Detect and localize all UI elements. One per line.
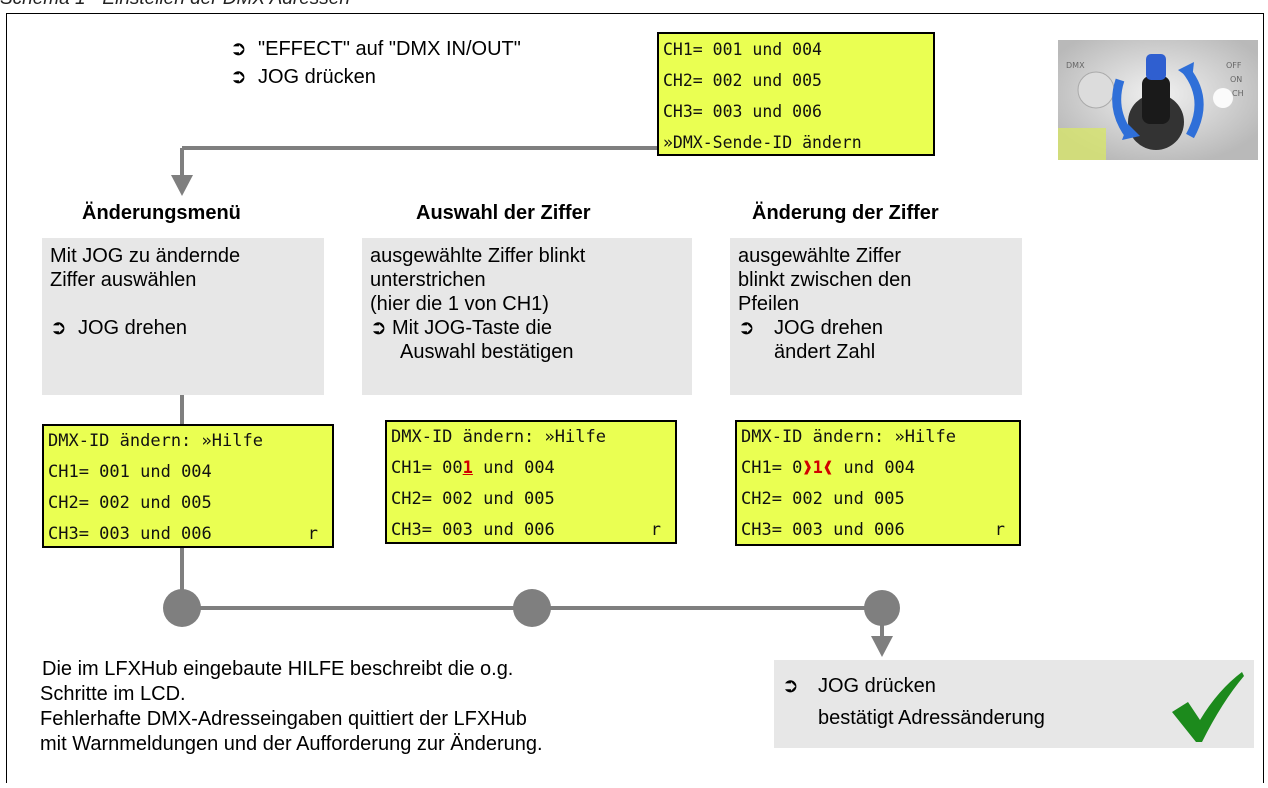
jog-dial-photo: DMX OFF ON CH — [1058, 40, 1258, 160]
explanation-box-3: ausgewählte Ziffer blinkt zwischen den P… — [730, 238, 1022, 395]
arrow-icon: ➲ — [370, 317, 387, 339]
lcd-line: CH2= 002 und 005 — [391, 489, 555, 509]
arrow-icon: ➲ — [230, 38, 247, 60]
node-3 — [864, 590, 900, 626]
photo-label: DMX — [1066, 61, 1085, 70]
explanation-box-1: Mit JOG zu ändernde Ziffer auswählen ➲JO… — [42, 238, 324, 395]
column-heading: Änderung der Ziffer — [752, 202, 939, 224]
final-confirmation-box: ➲JOG drücken bestätigt Adressänderung — [774, 660, 1254, 748]
column-heading: Änderungsmenü — [82, 202, 241, 224]
arrowhead-final — [871, 636, 893, 657]
lcd-line: DMX-ID ändern: »Hilfe — [741, 427, 956, 447]
lcd-line: CH1= 0❱1❰ und 004 — [741, 458, 916, 478]
lcd-line: CH1= 001 und 004 — [391, 458, 555, 478]
column-heading: Auswahl der Ziffer — [416, 202, 591, 224]
node-1 — [163, 589, 201, 627]
photo-label: ON — [1230, 75, 1242, 84]
arrow-icon: ➲ — [782, 675, 799, 697]
selected-digit: ❱1❰ — [802, 458, 834, 478]
explanation-box-2: ausgewählte Ziffer blinkt unterstrichen … — [362, 238, 692, 395]
node-2 — [513, 589, 551, 627]
lcd-line: DMX-ID ändern: »Hilfe — [391, 427, 606, 447]
selected-digit: 1 — [462, 458, 473, 478]
lcd-line: »DMX-Sende-ID ändern — [663, 133, 862, 152]
intro-step-1: ➲"EFFECT" auf "DMX IN/OUT" — [230, 38, 521, 60]
photo-label: CH — [1232, 89, 1244, 98]
lcd-line: CH2= 002 und 005 — [48, 493, 212, 513]
lcd-line: CH1= 001 und 004 — [663, 40, 822, 59]
checkmark-icon — [1172, 672, 1244, 742]
arrow-icon: ➲ — [230, 66, 247, 88]
lcd-line: CH2= 002 und 005 — [663, 71, 822, 90]
help-text: Die im LFXHub eingebaute HILFE beschreib… — [40, 658, 543, 755]
lcd-line: DMX-ID ändern: »Hilfe — [48, 431, 263, 451]
lcd-display-1: DMX-ID ändern: »Hilfe CH1= 001 und 004 C… — [42, 424, 334, 548]
arrowhead-top — [171, 175, 193, 196]
photo-label: OFF — [1226, 61, 1242, 70]
lcd-display-top: CH1= 001 und 004 CH2= 002 und 005 CH3= 0… — [657, 32, 935, 156]
lcd-line: CH3= 003 und 006 — [663, 102, 822, 121]
intro-step-2: ➲JOG drücken — [230, 66, 376, 88]
diagram-frame — [6, 13, 1264, 783]
lcd-display-2: DMX-ID ändern: »Hilfe CH1= 001 und 004 C… — [385, 420, 677, 544]
diagram-caption: Schema 1 - Einstellen der DMX Adressen — [0, 0, 350, 10]
lcd-display-3: DMX-ID ändern: »Hilfe CH1= 0❱1❰ und 004 … — [735, 420, 1021, 546]
arrow-icon: ➲ — [738, 317, 755, 339]
lcd-line: CH2= 002 und 005 — [741, 489, 905, 509]
lcd-line: CH1= 001 und 004 — [48, 462, 212, 482]
arrow-icon: ➲ — [50, 317, 67, 339]
